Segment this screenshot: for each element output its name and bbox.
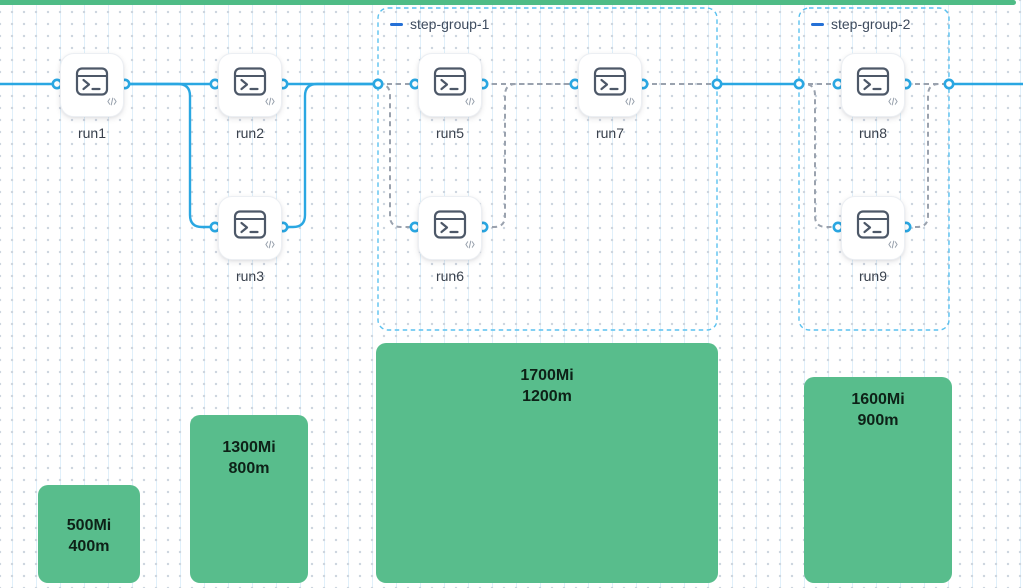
step-group-1-boundary[interactable] xyxy=(377,7,718,331)
node-run1[interactable]: run1 xyxy=(60,53,124,141)
node-label: run8 xyxy=(858,125,888,141)
bar-cpu-label: 800m xyxy=(228,460,270,477)
code-icon xyxy=(265,236,275,254)
collapse-dash-icon[interactable] xyxy=(390,22,403,26)
code-icon xyxy=(465,236,475,254)
bar-memory-label: 500Mi xyxy=(66,517,112,534)
port-group2-out[interactable] xyxy=(943,78,955,90)
node-label: run5 xyxy=(435,125,465,141)
terminal-icon xyxy=(233,210,267,244)
bar-cpu-label: 400m xyxy=(68,538,110,555)
port-group1-out[interactable] xyxy=(711,78,723,90)
code-icon xyxy=(888,236,898,254)
terminal-icon xyxy=(593,67,627,101)
node-label: run3 xyxy=(235,268,265,284)
usage-bar-step-group-2: 1600Mi 900m xyxy=(804,377,952,583)
usage-bar-run1: 500Mi 400m xyxy=(38,485,140,583)
bar-memory-label: 1300Mi xyxy=(222,439,276,456)
node-label: run6 xyxy=(435,268,465,284)
resource-divider-line xyxy=(0,0,1016,5)
edge-group2in-run9 xyxy=(799,83,838,228)
node-run6[interactable]: run6 xyxy=(418,196,482,284)
node-label: run9 xyxy=(858,268,888,284)
step-group-1-header[interactable]: step-group-1 xyxy=(390,16,489,32)
node-run5[interactable]: run5 xyxy=(418,53,482,141)
step-group-label: step-group-1 xyxy=(410,16,490,32)
node-label: run2 xyxy=(235,125,265,141)
edge-run1-run3 xyxy=(125,82,215,229)
edge-run6-run7 xyxy=(483,83,575,228)
code-icon xyxy=(625,93,635,111)
code-icon xyxy=(107,93,117,111)
terminal-icon xyxy=(233,67,267,101)
code-icon xyxy=(888,93,898,111)
code-icon xyxy=(465,93,475,111)
bar-cpu-label: 1200m xyxy=(522,388,572,405)
edge-run3-group1 xyxy=(283,82,378,229)
terminal-icon xyxy=(433,67,467,101)
terminal-icon xyxy=(856,67,890,101)
edge-run9-group2out xyxy=(906,83,949,228)
terminal-icon xyxy=(75,67,109,101)
collapse-dash-icon[interactable] xyxy=(811,22,824,26)
node-run8[interactable]: run8 xyxy=(841,53,905,141)
node-run3[interactable]: run3 xyxy=(218,196,282,284)
node-label: run1 xyxy=(77,125,107,141)
edge-group1in-run6 xyxy=(378,83,415,228)
code-icon xyxy=(265,93,275,111)
terminal-icon xyxy=(856,210,890,244)
bar-memory-label: 1700Mi xyxy=(520,367,574,384)
usage-bar-step-group-1: 1700Mi 1200m xyxy=(376,343,718,583)
bar-memory-label: 1600Mi xyxy=(851,391,905,408)
port-group2-in[interactable] xyxy=(793,78,805,90)
step-group-label: step-group-2 xyxy=(831,16,911,32)
port-group1-in[interactable] xyxy=(372,78,384,90)
node-run9[interactable]: run9 xyxy=(841,196,905,284)
node-label: run7 xyxy=(595,125,625,141)
terminal-icon xyxy=(433,210,467,244)
node-run7[interactable]: run7 xyxy=(578,53,642,141)
node-run2[interactable]: run2 xyxy=(218,53,282,141)
bar-cpu-label: 900m xyxy=(857,412,899,429)
usage-bar-run2-run3: 1300Mi 800m xyxy=(190,415,308,583)
step-group-2-boundary[interactable] xyxy=(798,7,950,331)
step-group-2-header[interactable]: step-group-2 xyxy=(811,16,910,32)
